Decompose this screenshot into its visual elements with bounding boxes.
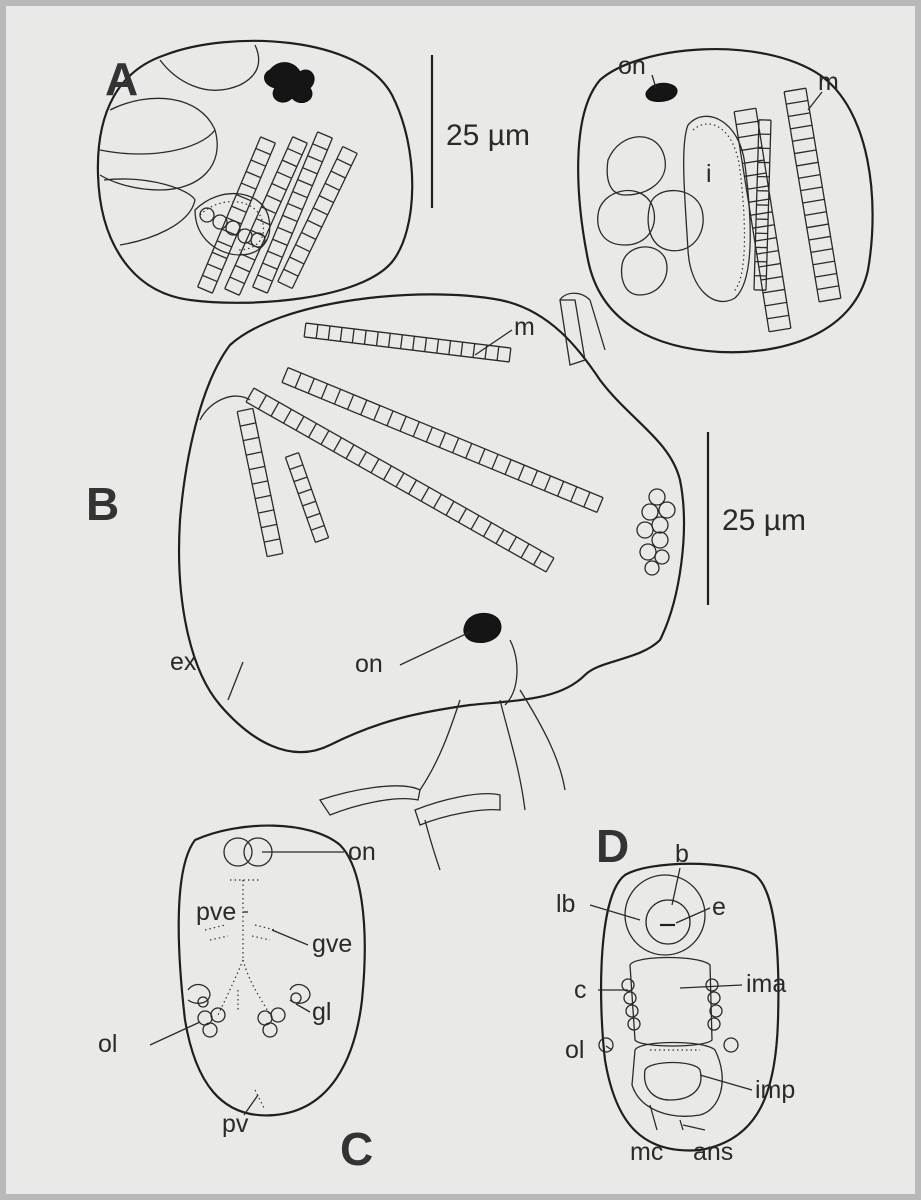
nucleus-blob xyxy=(464,613,501,642)
nucleus-blob xyxy=(646,83,677,101)
label-ex: ex xyxy=(170,648,197,676)
muscle-band xyxy=(285,453,328,543)
scale-label-middle: 25 µm xyxy=(722,504,806,537)
label-ol-c: ol xyxy=(98,1030,117,1058)
muscle-band xyxy=(253,132,333,293)
label-i: i xyxy=(706,160,712,188)
muscle-band xyxy=(198,137,276,293)
larva-c xyxy=(179,826,365,1116)
label-on-a: on xyxy=(618,52,646,80)
muscle-band xyxy=(734,108,791,331)
panel-label-d: D xyxy=(596,820,629,872)
panel-label-a: A xyxy=(105,53,138,105)
muscle-band xyxy=(278,147,357,289)
panel-label-c: C xyxy=(340,1123,373,1175)
muscle-band xyxy=(754,120,771,290)
muscle-band xyxy=(225,137,308,296)
label-pv: pv xyxy=(222,1110,249,1138)
label-ol-d: ol xyxy=(565,1036,584,1064)
embryo-a-left xyxy=(98,41,412,303)
label-c: c xyxy=(574,976,587,1004)
embryo-b xyxy=(179,293,684,870)
label-b: b xyxy=(675,840,689,868)
muscle-band xyxy=(282,368,603,513)
muscle-band xyxy=(237,408,283,556)
muscle-band xyxy=(784,88,841,302)
label-pve: pve xyxy=(196,898,236,926)
label-imp: imp xyxy=(755,1076,795,1104)
panel-label-b: B xyxy=(86,478,119,530)
muscle-band xyxy=(246,388,554,572)
label-ima: ima xyxy=(746,970,786,998)
label-gve: gve xyxy=(312,930,352,958)
label-ans: ans xyxy=(693,1138,733,1166)
label-gl: gl xyxy=(312,998,331,1026)
label-on-c: on xyxy=(348,838,376,866)
muscle-band xyxy=(304,323,511,362)
label-lb: lb xyxy=(556,890,575,918)
scale-label-upper: 25 µm xyxy=(446,119,530,152)
nucleus-blob xyxy=(265,63,315,103)
label-m-b: m xyxy=(514,313,535,341)
label-m-a: m xyxy=(818,68,839,96)
larva-d xyxy=(599,864,778,1151)
label-on-b: on xyxy=(355,650,383,678)
label-e: e xyxy=(712,893,726,921)
label-mc: mc xyxy=(630,1138,663,1166)
